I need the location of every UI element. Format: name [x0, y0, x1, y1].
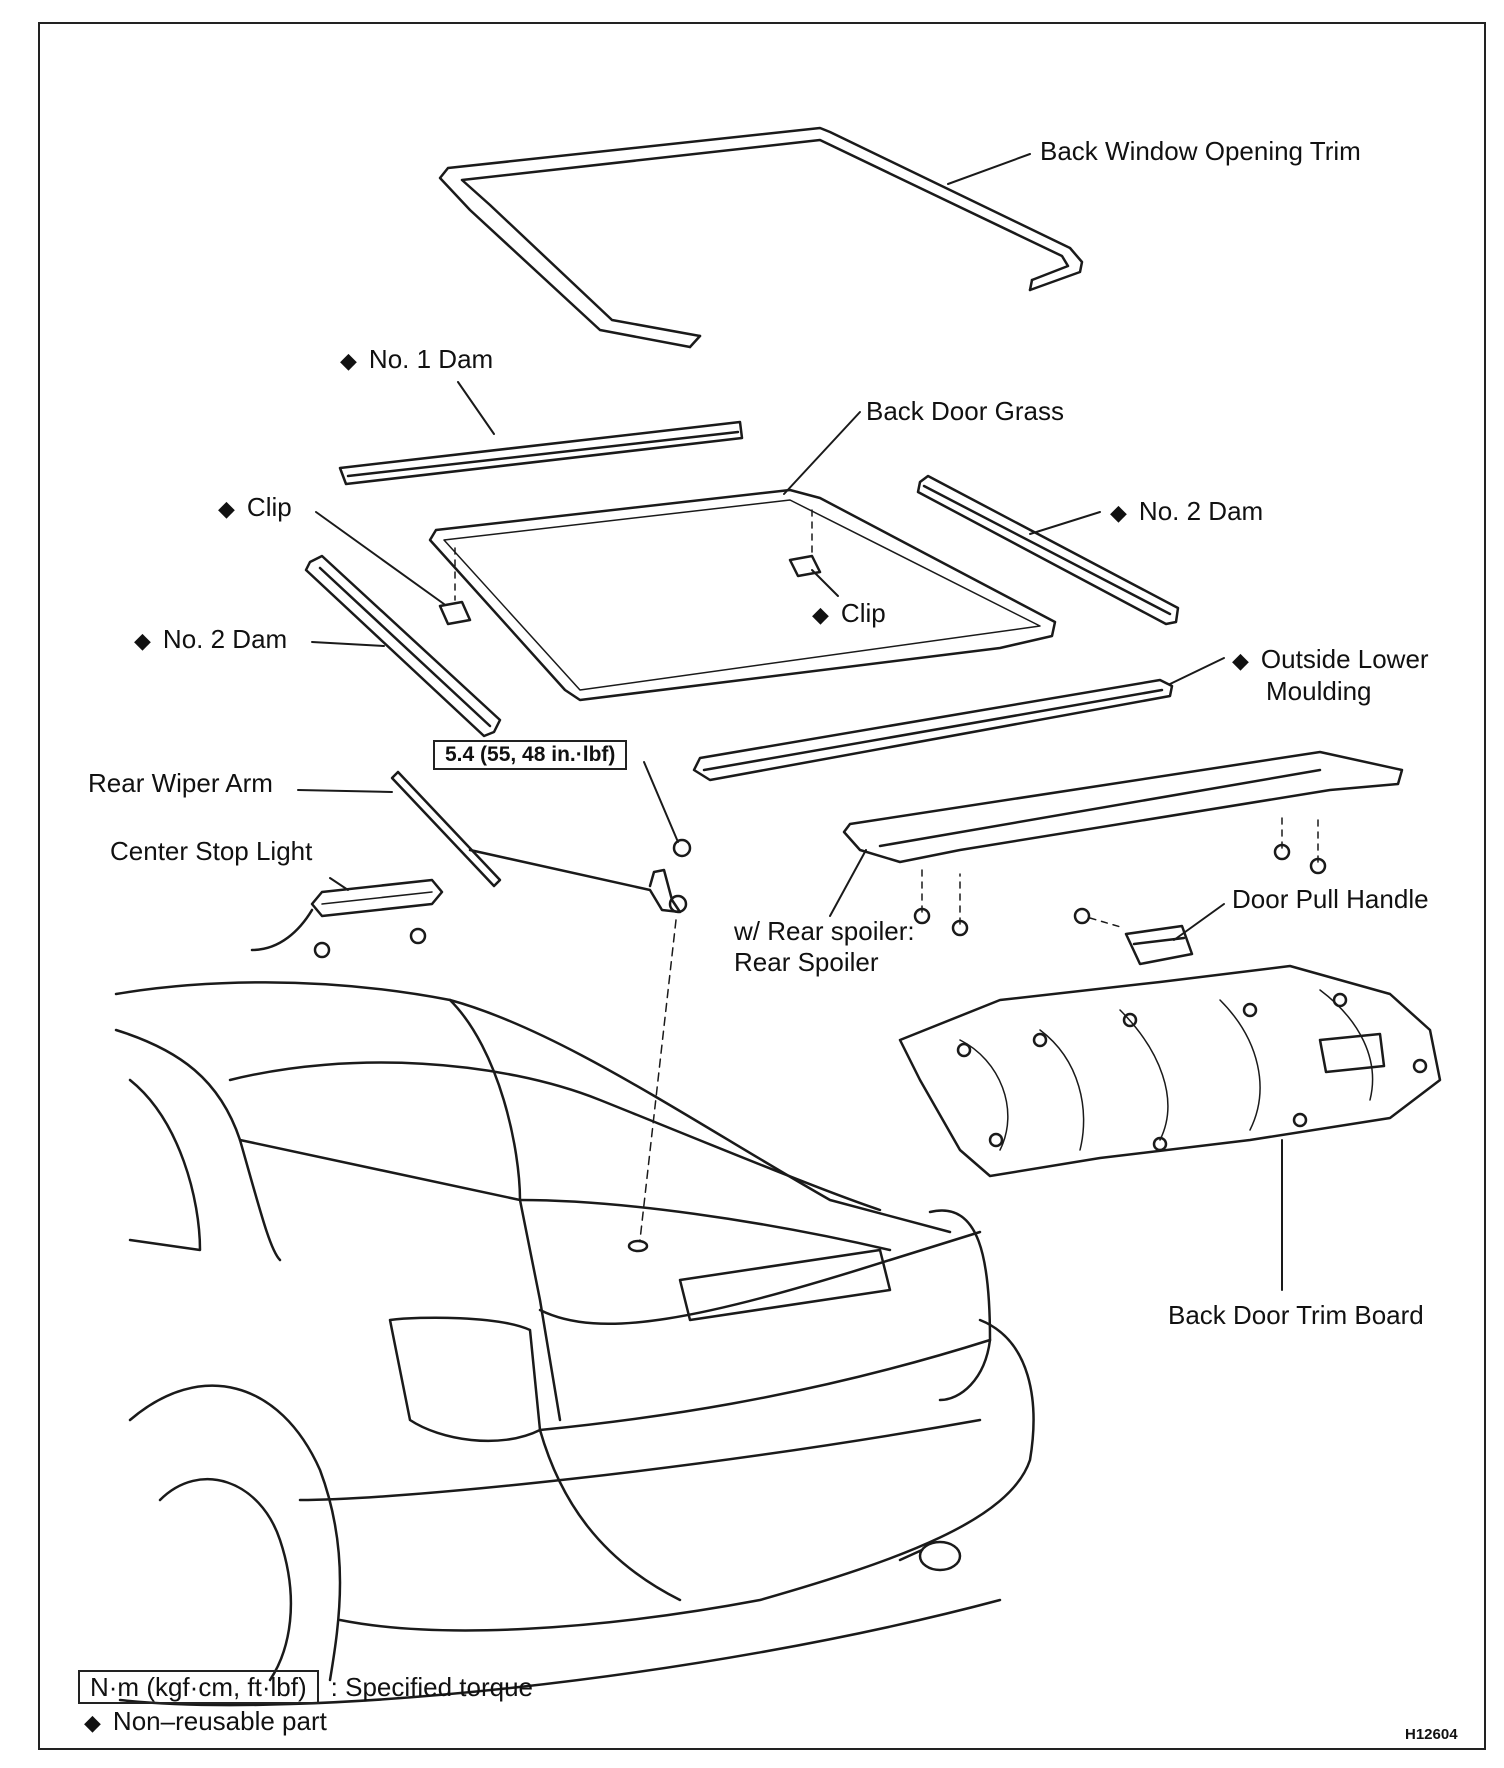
door-pull-handle-part: [1073, 907, 1194, 966]
nonreusable-diamond-icon: ◆: [812, 602, 829, 627]
back-door-trim-board-part: [898, 964, 1442, 1178]
label-back-door-trim-board: Back Door Trim Board: [1168, 1300, 1424, 1330]
label-center-stop-light: Center Stop Light: [110, 836, 313, 866]
nonreusable-diamond-icon: ◆: [84, 1710, 101, 1735]
no2-dam-right-part: [916, 474, 1180, 626]
legend-torque-units-box: N·m (kgf·cm, ft·lbf): [78, 1670, 319, 1704]
label-back-door-grass: Back Door Grass: [866, 396, 1064, 426]
label-door-pull-handle: Door Pull Handle: [1232, 884, 1429, 914]
diagram-frame: [38, 22, 1486, 1750]
label-no2-dam-right: ◆No. 2 Dam: [1110, 496, 1264, 526]
outside-lower-moulding-part: [692, 678, 1174, 782]
legend-nonreusable: ◆Non–reusable part: [84, 1706, 327, 1736]
nonreusable-diamond-icon: ◆: [218, 496, 235, 521]
nonreusable-diamond-icon: ◆: [340, 348, 357, 373]
label-rear-wiper-arm: Rear Wiper Arm: [88, 768, 273, 798]
label-rear-spoiler: w/ Rear spoiler: Rear Spoiler: [734, 916, 915, 977]
figure-code: H12604: [1405, 1726, 1458, 1743]
label-clip-left: ◆Clip: [218, 492, 292, 522]
back-door-glass-part: [428, 488, 1057, 702]
leader-lines: [297, 153, 1283, 1291]
torque-spec-box: 5.4 (55, 48 in.·lbf): [433, 740, 628, 770]
clip-left-part: [438, 547, 472, 626]
car-rear-body: [114, 981, 1035, 1707]
center-stop-light-part: [250, 878, 444, 959]
label-back-window-opening-trim: Back Window Opening Trim: [1040, 136, 1361, 166]
nonreusable-diamond-icon: ◆: [1232, 648, 1249, 673]
nonreusable-diamond-icon: ◆: [1110, 500, 1127, 525]
back-window-opening-trim: [438, 126, 1084, 349]
rear-wiper-arm-part: [390, 770, 692, 1253]
nonreusable-diamond-icon: ◆: [134, 628, 151, 653]
label-clip-center: ◆Clip: [812, 598, 886, 628]
label-outside-lower-moulding: ◆Outside Lower Moulding: [1232, 644, 1429, 706]
legend-torque: N·m (kgf·cm, ft·lbf): Specified torque: [78, 1670, 533, 1704]
rear-spoiler-part: [842, 750, 1404, 937]
no2-dam-left-part: [304, 554, 502, 738]
label-no1-dam: ◆No. 1 Dam: [340, 344, 494, 374]
clip-center-part: [788, 509, 822, 578]
label-no2-dam-left: ◆No. 2 Dam: [134, 624, 288, 654]
no1-dam-part: [338, 420, 744, 486]
